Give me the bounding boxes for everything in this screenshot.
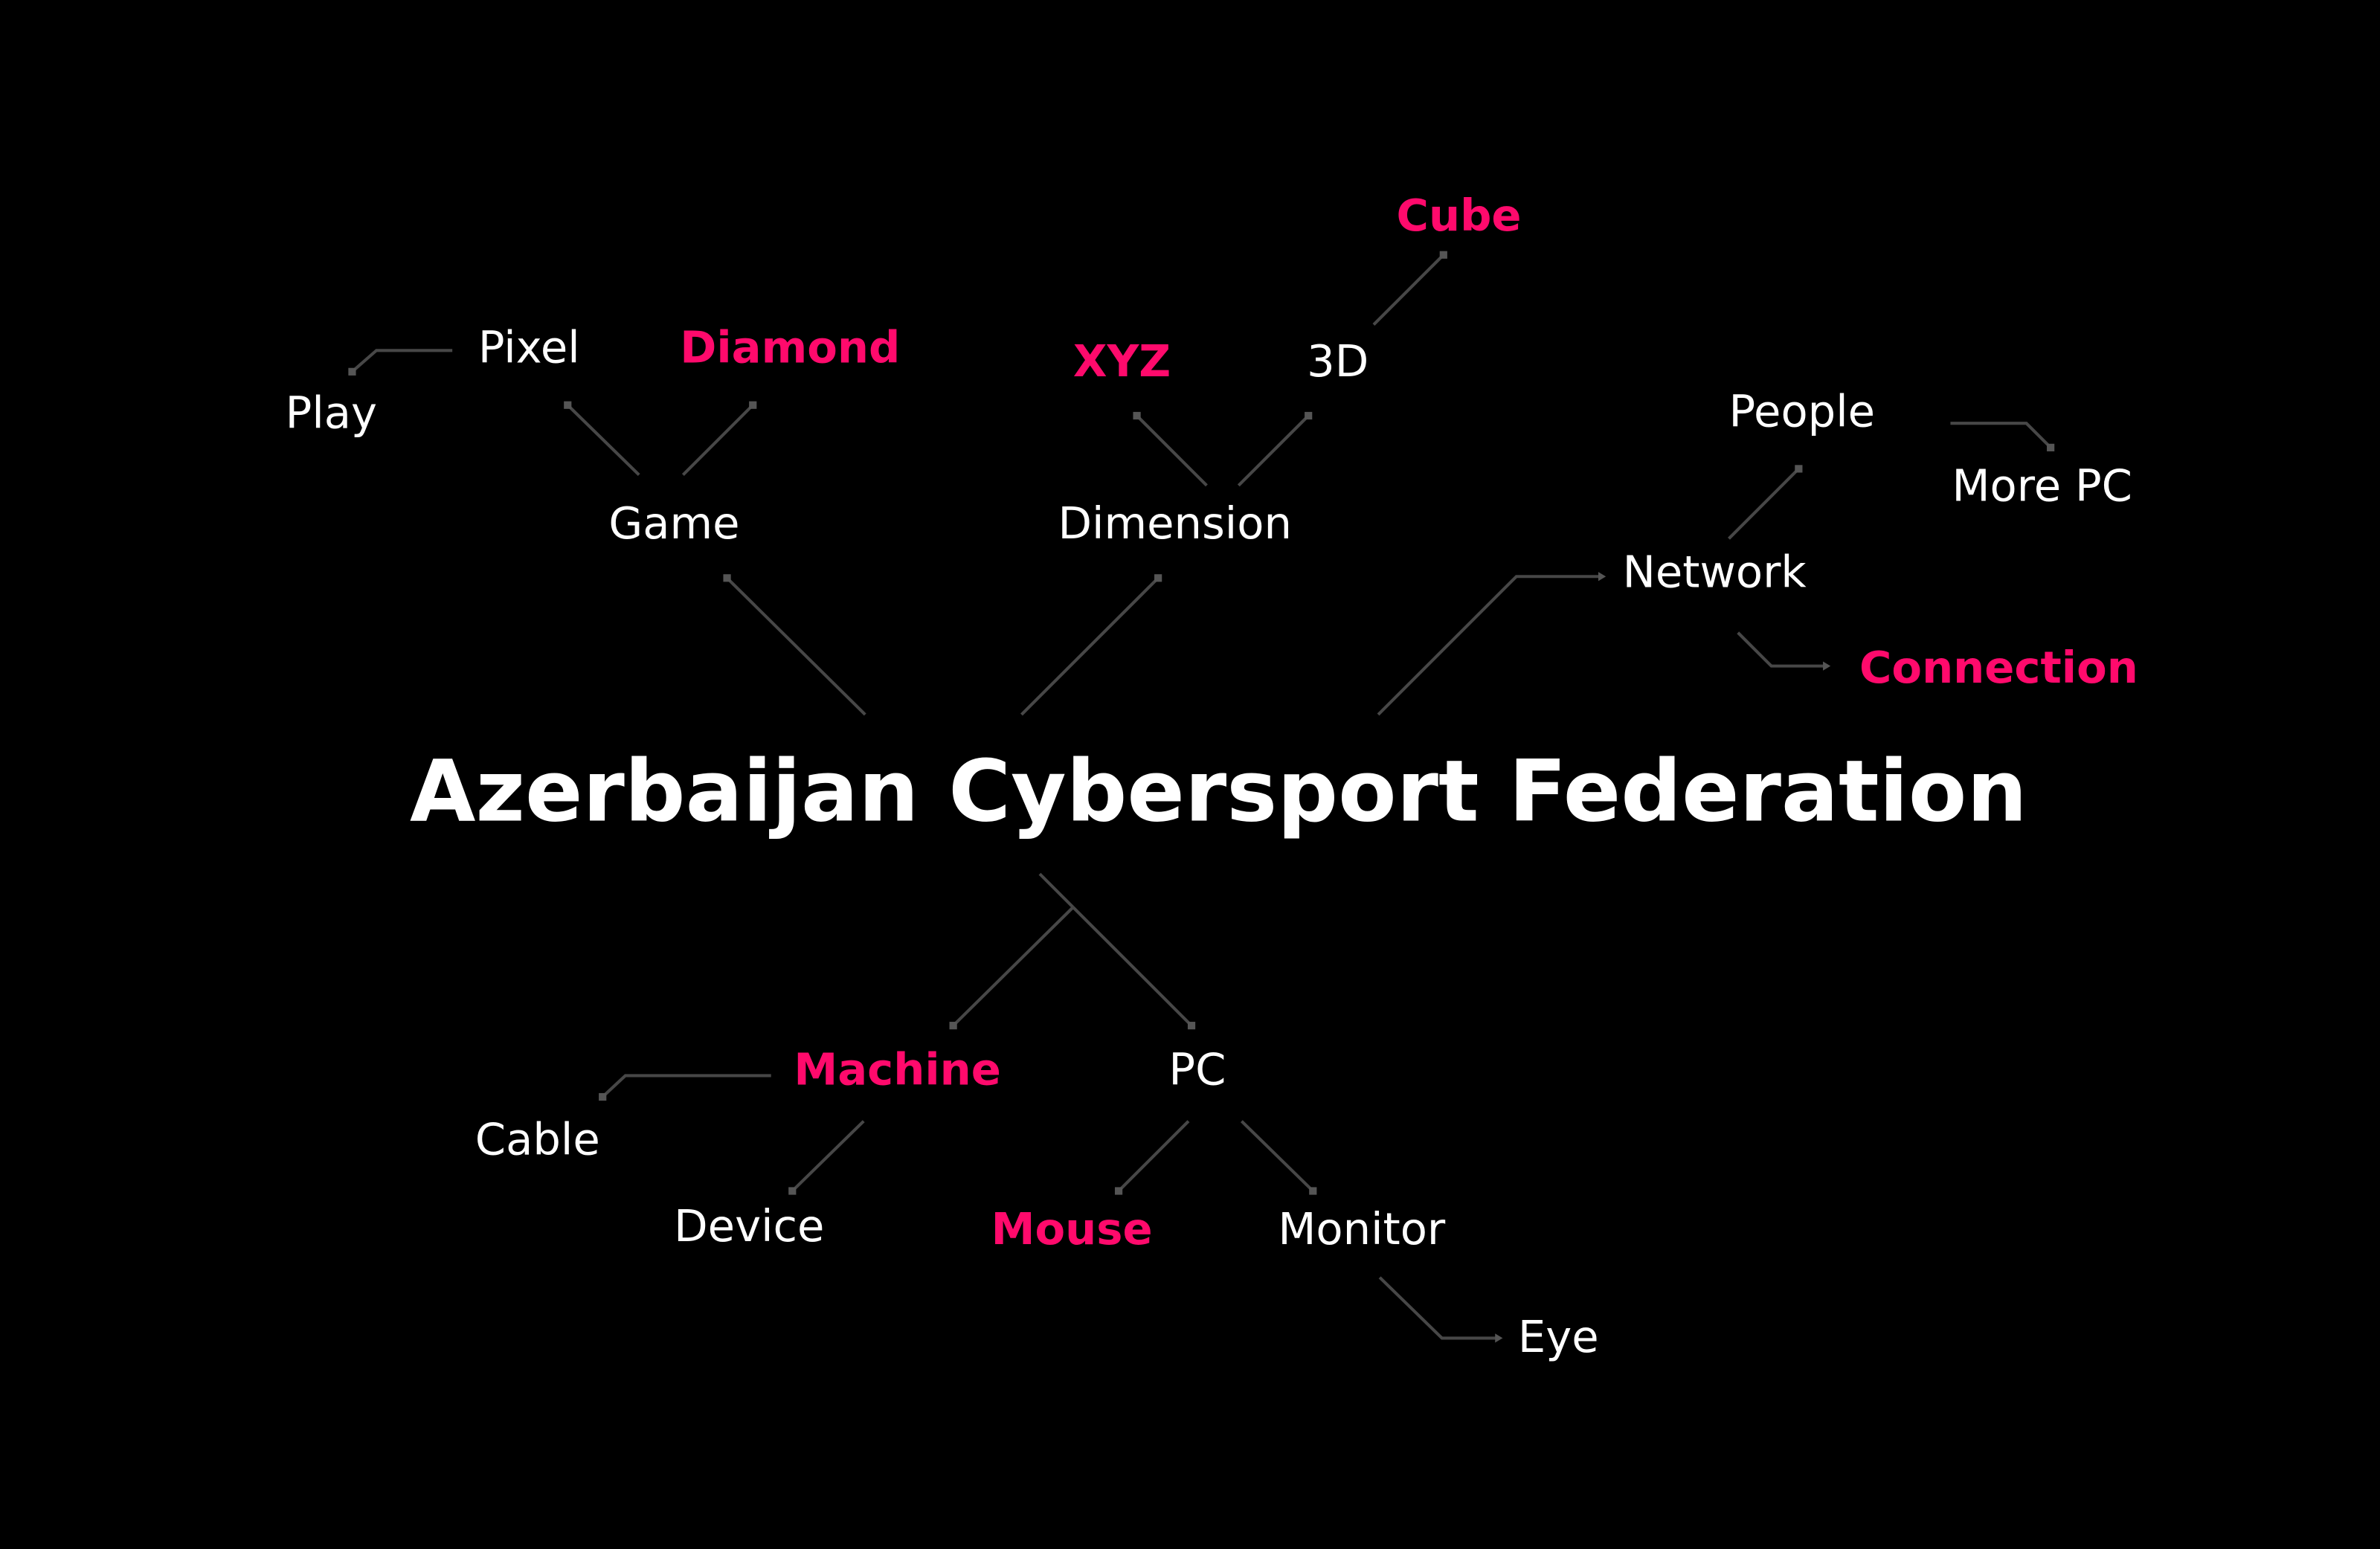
connector-end-square-icon — [749, 401, 757, 409]
connector-title-network — [1377, 575, 1602, 716]
node-3d: 3D — [1307, 335, 1368, 387]
node-dimension: Dimension — [1058, 497, 1292, 549]
connector-play-pixel — [351, 349, 453, 373]
connector-pc-monitor — [1240, 1120, 1314, 1192]
connector-branch-pc — [1072, 906, 1193, 1027]
connector-end-square-icon — [1795, 465, 1803, 473]
connectors — [348, 251, 2055, 1343]
connector-end-square-icon — [2047, 443, 2055, 451]
connector-3d-dimension — [1237, 414, 1310, 487]
connector-end-square-icon — [1114, 1187, 1123, 1195]
connector-end-square-icon — [788, 1187, 797, 1195]
connector-title-branch — [1038, 872, 1075, 909]
connector-end-square-icon — [1439, 251, 1447, 259]
node-eye: Eye — [1518, 1311, 1599, 1362]
connector-end-square-icon — [599, 1092, 607, 1101]
connector-cable-machine — [601, 1074, 771, 1098]
node-xyz: XYZ — [1073, 335, 1171, 387]
connector-arrow-icon — [1598, 572, 1606, 582]
connector-end-square-icon — [1187, 1022, 1196, 1030]
connector-people-morepc — [1950, 422, 2052, 449]
node-connection: Connection — [1859, 642, 2138, 693]
connector-pixel-game — [566, 404, 640, 477]
connector-pc-mouse — [1117, 1120, 1190, 1192]
connector-arrow-icon — [1823, 661, 1831, 671]
node-pixel: Pixel — [478, 322, 580, 373]
node-mouse: Mouse — [991, 1203, 1153, 1255]
connector-end-square-icon — [348, 367, 356, 376]
node-monitor: Monitor — [1278, 1203, 1446, 1255]
node-game: Game — [608, 497, 739, 549]
connector-end-square-icon — [1305, 411, 1313, 420]
node-machine: Machine — [794, 1044, 1001, 1095]
connector-end-square-icon — [1154, 574, 1162, 582]
connector-end-square-icon — [1309, 1187, 1317, 1195]
connector-end-square-icon — [723, 574, 731, 582]
node-cube: Cube — [1397, 190, 1522, 241]
connector-dimension-title — [1020, 576, 1160, 716]
connector-diamond-game — [681, 404, 754, 477]
connector-network-connection — [1737, 631, 1827, 668]
node-network: Network — [1623, 547, 1807, 598]
connector-game-title — [726, 576, 866, 716]
node-pc: PC — [1168, 1044, 1226, 1095]
node-cable: Cable — [475, 1114, 600, 1165]
central-title: Azerbaijan Cybersport Federation — [410, 742, 2027, 841]
connector-arrow-icon — [1495, 1333, 1503, 1343]
connector-end-square-icon — [1133, 411, 1141, 420]
connector-end-square-icon — [564, 401, 572, 409]
node-diamond: Diamond — [680, 322, 900, 373]
node-more-pc: More PC — [1952, 460, 2132, 511]
connector-cube-3d — [1372, 254, 1445, 326]
node-play: Play — [286, 387, 377, 438]
connector-people-network — [1728, 467, 1800, 540]
connector-monitor-eye — [1378, 1276, 1499, 1340]
connector-machine-device — [791, 1120, 865, 1192]
connector-branch-machine — [952, 906, 1075, 1027]
node-device: Device — [674, 1200, 824, 1252]
connector-xyz-dimension — [1136, 414, 1208, 487]
node-people: People — [1728, 385, 1875, 437]
connector-end-square-icon — [949, 1022, 957, 1030]
